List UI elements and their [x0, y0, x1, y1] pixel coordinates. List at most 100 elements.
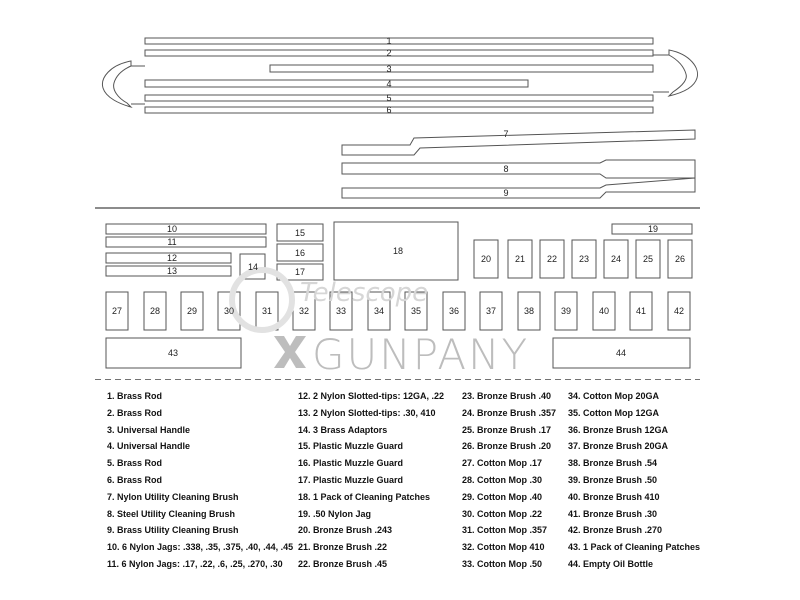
part-label: 16: [295, 248, 305, 258]
legend-item: 40. Bronze Brush 410: [568, 491, 660, 502]
part-label: 10: [167, 224, 177, 234]
part-12-shape: [105, 252, 232, 264]
part-8-shape: [341, 159, 696, 179]
part-label: 11: [167, 237, 176, 247]
legend-item: 9. Brass Utility Cleaning Brush: [107, 525, 239, 536]
part-label: 38: [524, 306, 534, 316]
part-label: 20: [481, 254, 491, 264]
part-26-shape: [667, 239, 693, 279]
part-label: 28: [150, 306, 160, 316]
part-label: 36: [449, 306, 459, 316]
legend-item: 25. Bronze Brush .17: [462, 424, 552, 435]
part-label: 13: [167, 266, 177, 276]
legend-item: 36. Bronze Brush 12GA: [568, 424, 669, 435]
part-label: 17: [295, 267, 305, 277]
legend-item: 21. Bronze Brush .22: [298, 542, 388, 553]
part-16-shape: [276, 243, 324, 262]
part-label: 3: [386, 64, 391, 74]
legend-item: 37. Bronze Brush 20GA: [568, 441, 669, 452]
part-label: 9: [503, 188, 508, 198]
part-label: 27: [112, 306, 122, 316]
part-3-shape: [269, 64, 654, 73]
part-label: 37: [486, 306, 496, 316]
legend-item: 8. Steel Utility Cleaning Brush: [107, 508, 236, 519]
legend-column-2: 12. 2 Nylon Slotted-tips: 12GA, .22 13. 2…: [298, 388, 444, 573]
part-22-shape: [539, 239, 565, 279]
legend-item: 7. Nylon Utility Cleaning Brush: [107, 491, 239, 502]
part-label: 23: [579, 254, 589, 264]
legend-item: 20. Bronze Brush .243: [298, 525, 393, 536]
part-29-shape: [180, 291, 204, 331]
parts-diagram: 1 2 3 4 5 6 7 8 9 10 11 12 13 14 15 16 1…: [95, 36, 700, 380]
left-handle-shape: [101, 60, 133, 108]
part-label: 2: [386, 48, 391, 58]
legend-item: 24. Bronze Brush .357: [462, 407, 557, 418]
part-label: 26: [675, 254, 685, 264]
part-39-shape: [554, 291, 578, 331]
legend-item: 31. Cotton Mop .357: [462, 525, 548, 536]
part-37-shape: [479, 291, 503, 331]
part-35-shape: [404, 291, 428, 331]
legend-item: 42. Bronze Brush .270: [568, 525, 663, 536]
part-label: 1: [386, 36, 391, 46]
part-1-shape: [144, 37, 654, 45]
legend-item: 44. Empty Oil Bottle: [568, 558, 654, 569]
legend-item: 16. Plastic Muzzle Guard: [298, 458, 404, 469]
legend-item: 13. 2 Nylon Slotted-tips: .30, 410: [298, 407, 436, 418]
part-label: 18: [393, 246, 403, 256]
legend-item: 38. Bronze Brush .54: [568, 458, 658, 469]
part-label: 41: [636, 306, 646, 316]
part-23-shape: [571, 239, 597, 279]
part-label: 40: [599, 306, 609, 316]
part-40-shape: [592, 291, 616, 331]
legend-item: 11. 6 Nylon Jags: .17, .22, .6, .25, .27…: [107, 558, 283, 569]
legend-item: 12. 2 Nylon Slotted-tips: 12GA, .22: [298, 391, 445, 401]
part-10-shape: [105, 223, 267, 235]
legend-item: 35. Cotton Mop 12GA: [568, 407, 660, 418]
part-41-shape: [629, 291, 653, 331]
part-label: 6: [386, 105, 391, 115]
part-33-shape: [329, 291, 353, 331]
part-43-shape: [105, 337, 242, 369]
legend-item: 26. Bronze Brush .20: [462, 441, 552, 452]
legend-column-3: 23. Bronze Brush .40 24. Bronze Brush .35…: [462, 388, 556, 573]
part-label: 32: [299, 306, 309, 316]
part-label: 4: [386, 79, 391, 89]
part-36-shape: [442, 291, 466, 331]
legend-item: 33. Cotton Mop .50: [462, 558, 543, 569]
part-label: 8: [503, 164, 508, 174]
part-5-shape: [144, 94, 654, 102]
legend-item: 19. .50 Nylon Jag: [298, 508, 372, 519]
part-label: 21: [515, 254, 525, 264]
part-15-shape: [276, 223, 324, 242]
part-label: 12: [167, 253, 177, 263]
watermark-logo-icon: [274, 336, 306, 368]
legend-item: 2. Brass Rod: [107, 407, 163, 418]
part-label: 31: [262, 306, 272, 316]
legend-item: 17. Plastic Muzzle Guard: [298, 474, 404, 485]
legend-item: 23. Bronze Brush .40: [462, 391, 552, 401]
part-13-shape: [105, 265, 232, 277]
part-38-shape: [517, 291, 541, 331]
legend-item: 15. Plastic Muzzle Guard: [298, 441, 404, 452]
part-44-shape: [552, 337, 691, 369]
watermark-brand: GUNPANY: [312, 330, 530, 379]
part-label: 34: [374, 306, 384, 316]
part-label: 15: [295, 228, 305, 238]
part-20-shape: [473, 239, 499, 279]
part-24-shape: [603, 239, 629, 279]
legend-item: 32. Cotton Mop 410: [462, 542, 545, 553]
part-label: 19: [648, 224, 658, 234]
part-label: 5: [386, 93, 391, 103]
part-7-shape: [341, 129, 696, 156]
legend-item: 27. Cotton Mop .17: [462, 458, 543, 469]
part-11-shape: [105, 236, 267, 248]
legend-item: 18. 1 Pack of Cleaning Patches: [298, 491, 431, 502]
part-label: 43: [168, 348, 178, 358]
part-label: 24: [611, 254, 621, 264]
part-label: 42: [674, 306, 684, 316]
legend-item: 29. Cotton Mop .40: [462, 491, 543, 502]
legend-item: 22. Bronze Brush .45: [298, 558, 388, 569]
